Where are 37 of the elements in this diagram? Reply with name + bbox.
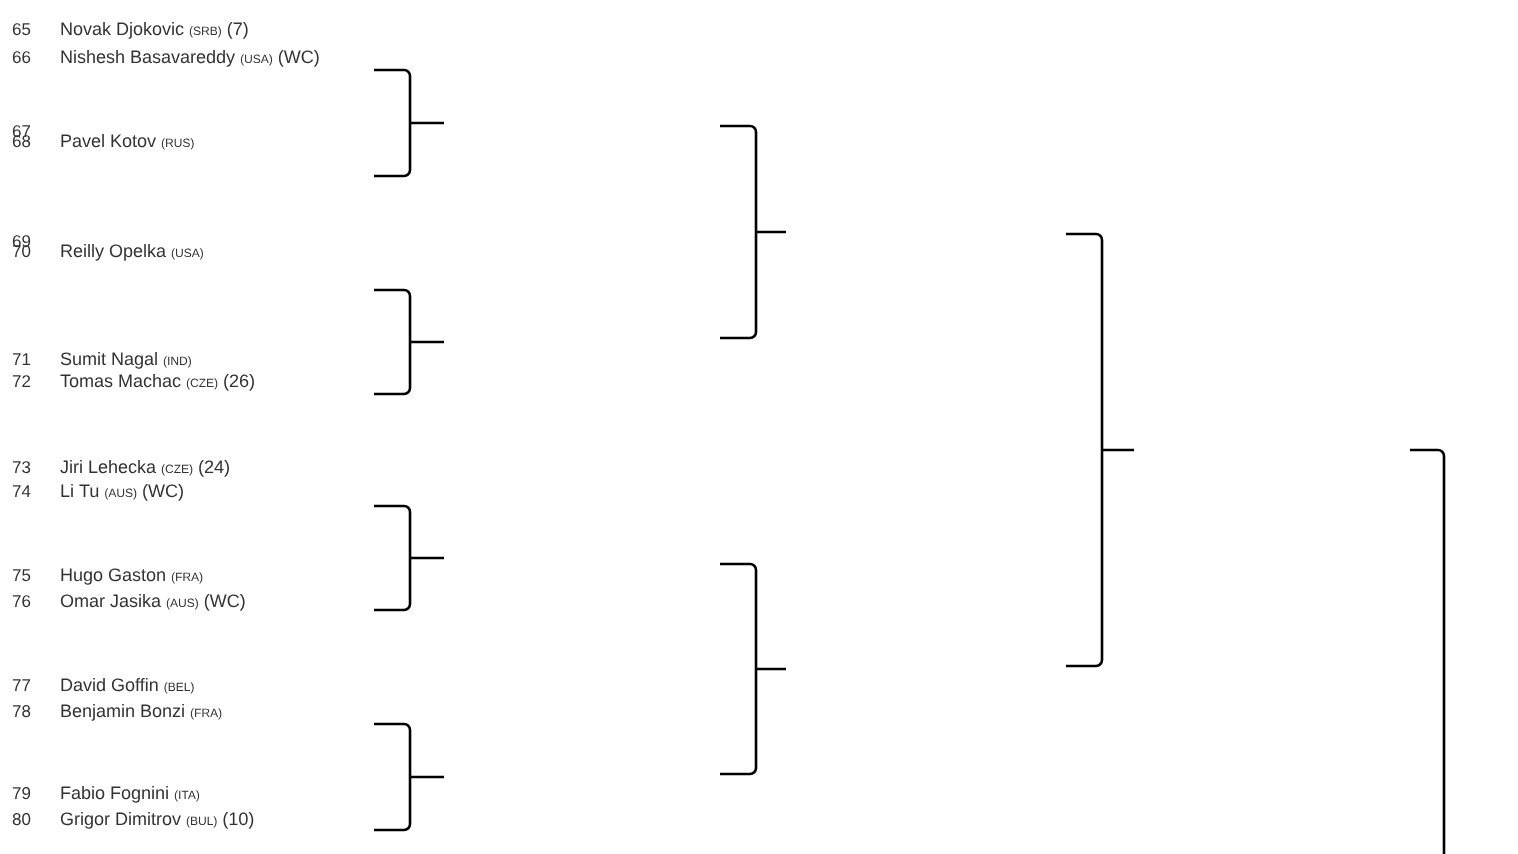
- seed-label: (7): [227, 21, 248, 39]
- seed-number: 70: [12, 245, 31, 258]
- player-name: Hugo Gaston: [61, 568, 165, 585]
- seed-label: (10): [223, 811, 254, 829]
- player-name: Tomas Machac: [60, 373, 181, 388]
- player-name: Nishesh Basavareddy: [61, 49, 236, 67]
- player-name: Reilly Opelka: [61, 243, 166, 261]
- seed-number: 66: [12, 51, 31, 64]
- seed-number: 68: [12, 135, 31, 148]
- seed-number: 65: [12, 23, 31, 36]
- seed-number: 72: [12, 375, 31, 387]
- seed-number: 67: [12, 125, 31, 138]
- seed-label: (WC): [278, 49, 319, 67]
- player-name: Pavel Kotov: [61, 133, 156, 148]
- seed-number: 69: [12, 235, 31, 248]
- player-name: Benjamin Bonzi: [61, 703, 184, 721]
- seed-number: 75: [12, 569, 31, 582]
- seed-number: 79: [12, 787, 31, 800]
- seed-label: (WC): [143, 483, 183, 501]
- seed-label: (WC): [204, 593, 245, 611]
- seed-number: 76: [12, 595, 31, 608]
- player-name: Novak Djokovic: [61, 21, 184, 39]
- seed-label: (26): [224, 373, 254, 391]
- player-name: Sumit Nagal: [60, 351, 157, 369]
- seed-number: 73: [12, 461, 31, 474]
- seed-label: (24): [199, 459, 229, 477]
- player-name: Fabio Fognini: [61, 785, 168, 803]
- seed-number: 77: [12, 679, 31, 691]
- player-name: Grigor Dimitrov: [60, 811, 181, 829]
- player-name: David Goffin: [61, 677, 158, 692]
- player-name: Li Tu: [61, 483, 99, 498]
- seed-number: 78: [12, 705, 31, 718]
- seed-number: 71: [12, 353, 31, 365]
- player-name: Omar Jasika: [60, 593, 161, 608]
- player-name: Jiri Lehecka: [60, 459, 157, 474]
- seed-number: 74: [12, 485, 31, 497]
- seed-number: 80: [12, 813, 31, 826]
